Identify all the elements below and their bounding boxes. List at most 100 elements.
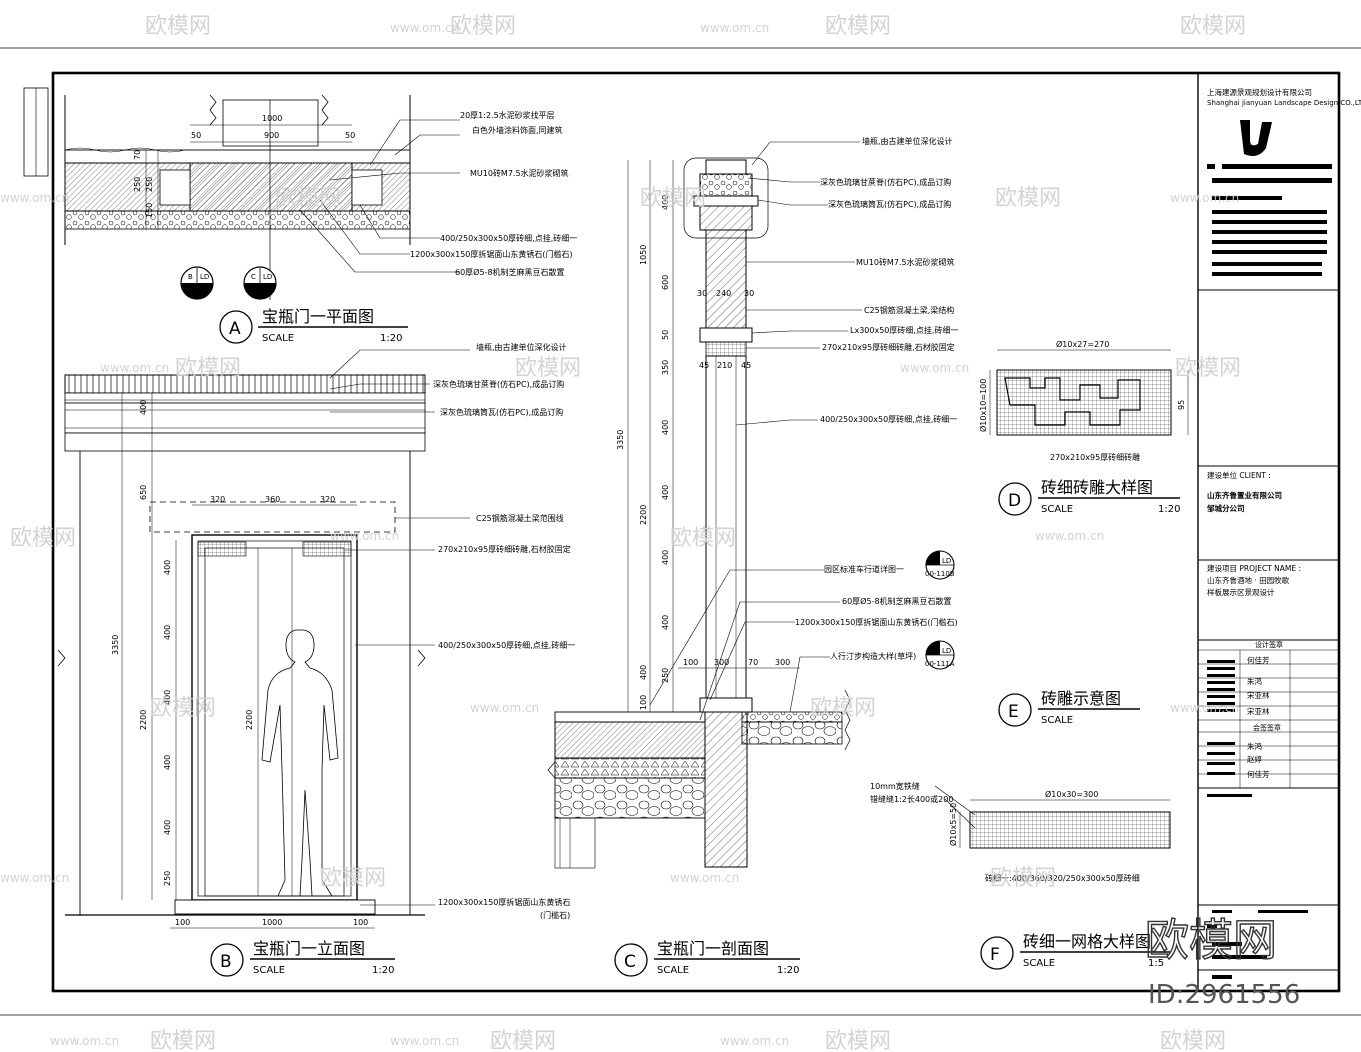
watermark-brand: 欧模网 [1175,356,1241,381]
watermark-layer: 欧模网 欧模网 欧模网 欧模网 www.om.cn www.om.cn 欧模网 … [0,14,1246,1052]
elev-dim-bottom-100b: 100 [353,918,368,927]
sect-dim-bottom-70: 70 [748,658,758,667]
sect-note-2: 深灰色琉璃甘蔗脊(仿石PC),成品订购 [820,177,951,187]
detail-callout-2-letter: B [928,647,933,655]
view-d-scale-label: SCALE [1041,504,1073,515]
company-logo [1240,120,1272,156]
elev-dim-400c: 400 [163,690,172,705]
view-c-scale-value: 1:20 [777,965,799,976]
view-f-title-text: 砖细一网格大样图 [1023,932,1151,951]
sect-dim-1050: 1050 [639,245,648,265]
watermark-brand: 欧模网 [995,186,1061,211]
sect-dim-250: 250 [661,668,670,683]
plan-note-4: 400/250x300x50厚砖细,点挂,砖细一 [440,233,577,243]
project-name-2: 样板展示区景观设计 [1207,587,1275,597]
view-e-letter: E [1008,702,1019,722]
watermark-url: www.om.cn [50,1034,119,1048]
watermark-brand: 欧模网 [825,1029,891,1052]
elev-note-4: C25钢筋混凝土梁范围线 [476,513,564,523]
elev-note-7: 1200x300x150厚拆锯面山东黄锈石 [438,897,570,907]
plan-dim-70: 70 [133,150,142,160]
watermark-brand: 欧模网 [450,14,516,39]
view-b-letter: B [220,952,232,972]
signature-1: 何佳芳 [1247,655,1270,665]
plan-dim-1000: 1000 [262,114,282,123]
callout-c-letter: C [251,273,256,281]
sect-note-5: C25钢筋混凝土梁,梁结构 [864,305,954,315]
watermark-brand: 欧模网 [1160,1029,1226,1052]
view-b-scale-label: SCALE [253,965,285,976]
plan-note-3: MU10砖M7.5水泥砂浆砌筑 [470,168,569,178]
signature-2: 朱鸿 [1247,676,1263,686]
watermark-brand: 欧模网 [640,186,706,211]
watermark-brand: 欧模网 [990,866,1056,891]
callout-c-code: LD [263,273,272,281]
sect-dim-bottom-100: 100 [683,658,698,667]
plan-note-1: 20厚1:2.5水泥砂浆找平层 [460,110,555,120]
sect-note-10: 60厚Ø5-8机制芝麻黑豆石散置 [842,596,952,606]
detail-callout-2-ref: 00-111A [925,660,955,668]
plan-note-5: 1200x300x150厚拆锯面山东黄锈石(门槛石) [410,249,573,259]
detail-d-dim-right: 95 [1177,400,1186,410]
sect-dim-400b: 400 [661,485,670,500]
signature-3: 宋亚林 [1247,690,1270,700]
section-callout-b: B LD [180,266,214,300]
sect-dim-bottom-300b: 300 [775,658,790,667]
elev-dim-400e: 400 [163,820,172,835]
sect-dim-3350: 3350 [616,430,625,450]
watermark-url: www.om.cn [390,1034,459,1048]
detail-f-caption: 砖细一:400/360/320/250x300x50厚砖细 [985,873,1140,883]
watermark-url: www.om.cn [1170,701,1239,715]
view-a-scale-label: SCALE [262,333,294,344]
sect-dim-400a: 400 [661,420,670,435]
sect-dim-210: 210 [717,361,732,370]
view-a-letter: A [229,319,241,339]
sect-dim-400d: 400 [661,615,670,630]
watermark-brand: 欧模网 [810,696,876,721]
elev-note-5: 270x210x95厚砖细砖雕,石材胶固定 [438,544,571,554]
watermark-brand: 欧模网 [175,356,241,381]
watermark-url: www.om.cn [0,191,69,205]
plan-dim-150: 150 [145,203,154,218]
elev-note-8: (门槛石) [540,910,570,920]
plan-dim-900: 900 [264,131,279,140]
view-e-title: E 砖雕示意图 SCALE [998,689,1140,727]
sign-header: 设计签章 [1255,640,1283,649]
sect-dim-400-top: 400 [661,195,670,210]
sect-dim-350: 350 [661,360,670,375]
client-name-2: 邹城分公司 [1206,503,1245,513]
view-c-section: 400 1050 600 50 350 3350 400 400 2200 40… [547,136,958,977]
watermark-brand: 欧模网 [320,866,386,891]
elev-inner-dim: 2200 [245,710,254,730]
detail-f-note-2: 错缝缝1:2长400或200 [870,794,953,804]
big-watermark-brand: 欧模网 [1145,915,1277,966]
detail-d-dim-top: Ø10x27=270 [1056,339,1109,349]
watermark-brand: 欧模网 [670,526,736,551]
elev-dim-3350: 3350 [111,635,120,655]
watermark-url: www.om.cn [100,361,169,375]
detail-callout-1-letter: Ⅱ [928,557,931,565]
view-c-title: C 宝瓶门一剖面图 SCALE 1:20 [614,939,800,977]
sect-dim-45b: 45 [741,361,751,370]
plan-dim-50b: 50 [345,131,355,140]
sect-note-7: 270x210x95厚砖细砖雕,石材胶固定 [822,342,955,352]
plan-note-2: 白色外墙涂料饰面,同建筑 [472,125,563,135]
signature-7: 何佳芳 [1247,769,1270,779]
view-b-scale-value: 1:20 [372,965,394,976]
view-e-scale-label: SCALE [1041,715,1073,726]
sect-note-6: Lx300x50厚砖细,点挂,砖细一 [850,325,958,335]
sect-note-4: MU10砖M7.5水泥砂浆砌筑 [856,257,955,267]
elev-dim-400d: 400 [163,755,172,770]
detail-callout-2: B LD 00-111A [925,640,955,670]
client-label: 建设单位 CLIENT : [1207,470,1271,480]
view-c-title-text: 宝瓶门一剖面图 [657,939,769,958]
view-a-title-text: 宝瓶门一平面图 [262,307,374,326]
drawing-border [51,71,1341,993]
detail-d-caption: 270x210x95厚砖细砖雕 [1050,452,1140,462]
view-d-title-text: 砖细砖雕大样图 [1041,478,1153,497]
watermark-url: www.om.cn [700,21,769,35]
view-d-title: D 砖细砖雕大样图 SCALE 1:20 [998,478,1180,516]
elev-dim-400-top: 400 [139,400,148,415]
sect-note-9: 园区标准车行道详图一 [824,564,904,574]
watermark-url: www.om.cn [0,871,69,885]
